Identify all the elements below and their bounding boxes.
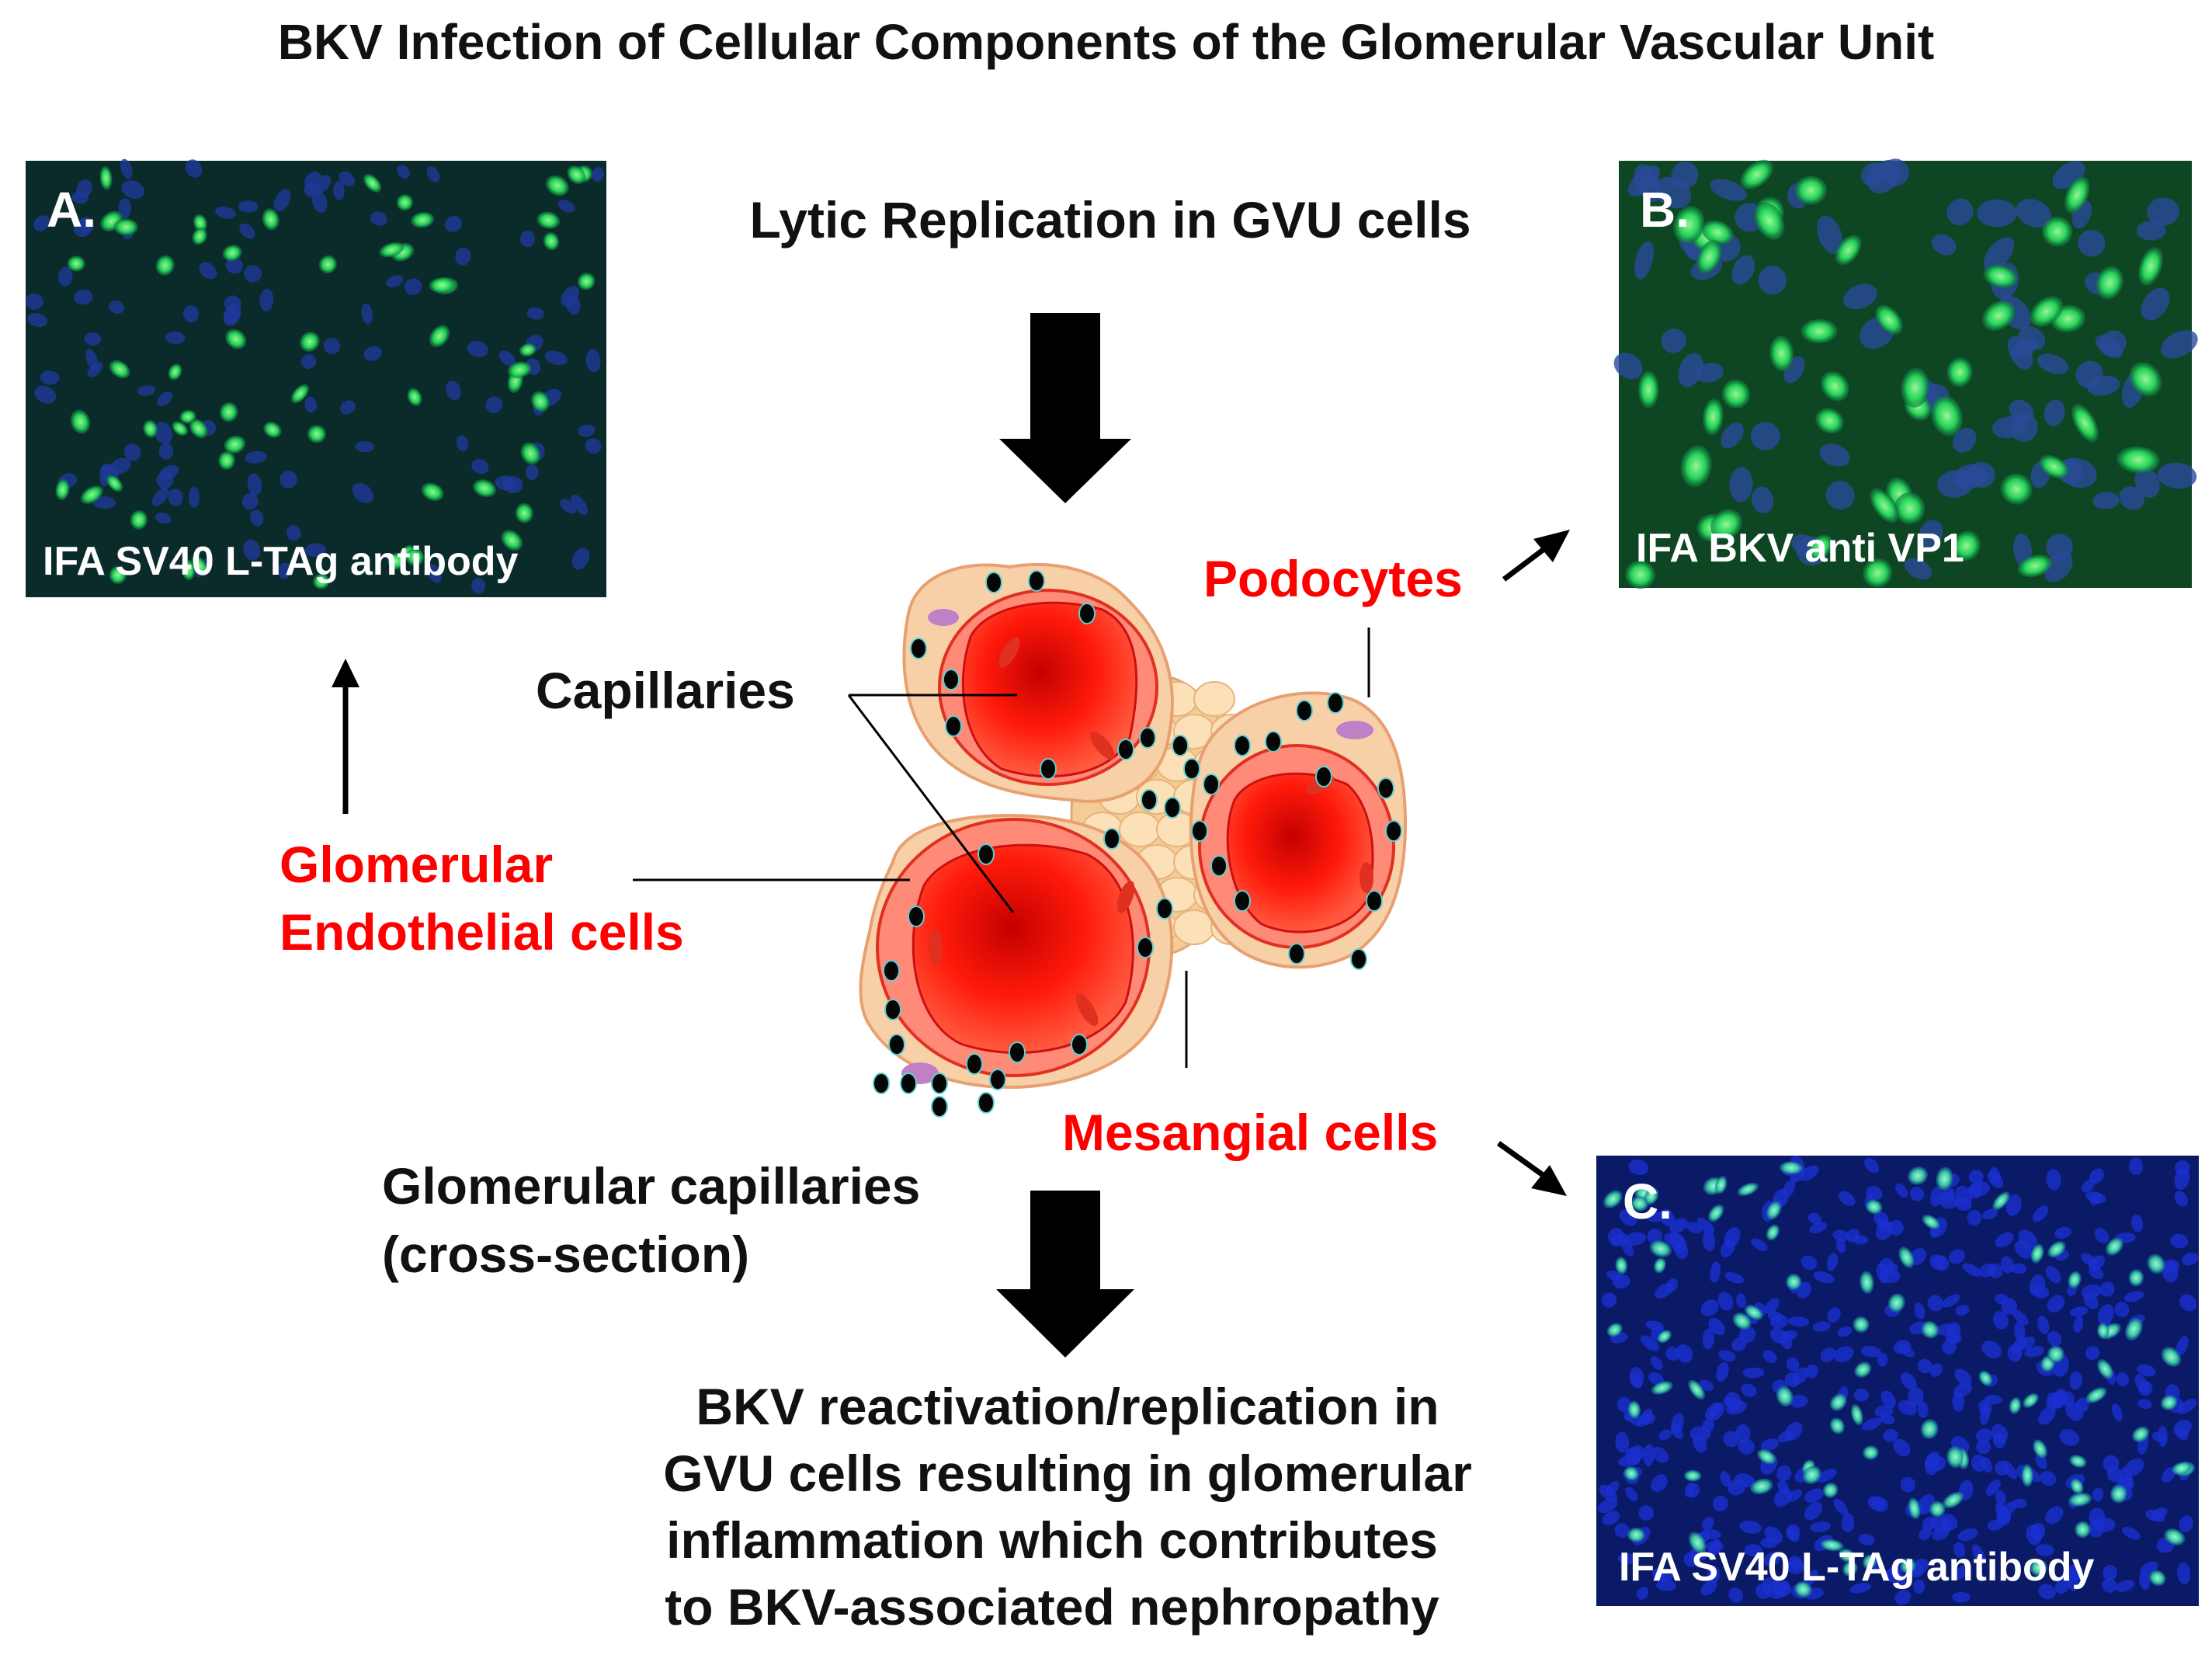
outcome-caption-line2: GVU cells resulting in glomerular	[663, 1445, 1472, 1502]
endothelial-label-line2: Endothelial cells	[280, 903, 684, 961]
podocytes-label: Podocytes	[1203, 550, 1463, 607]
arrow-down-top	[999, 313, 1131, 503]
panel-b-caption: IFA BKV anti VP1	[1636, 526, 1964, 571]
panel-a-nuclei	[25, 158, 604, 594]
glomerular-capillaries-illustration	[859, 563, 1408, 1118]
arrow-up-to-panel-a	[332, 659, 359, 814]
capillary-right	[1198, 744, 1395, 949]
leader-lines	[633, 628, 1370, 1068]
panel-b-cells	[1613, 158, 2198, 589]
outcome-caption-line4: to BKV-associated nephropathy	[665, 1578, 1439, 1636]
diagram-title: BKV Infection of Cellular Components of …	[277, 14, 1935, 70]
panel-c-caption: IFA SV40 L-TAg antibody	[1619, 1545, 2095, 1590]
cross-section-label-line2: (cross-section)	[382, 1226, 750, 1283]
endothelial-label-line1: Glomerular	[280, 836, 554, 893]
arrow-to-panel-b	[1502, 530, 1570, 582]
panel-a-letter: A.	[47, 182, 96, 238]
lytic-replication-caption: Lytic Replication in GVU cells	[749, 191, 1471, 249]
panel-b-letter: B.	[1640, 182, 1689, 238]
panel-c-nuclei	[1597, 1155, 2199, 1605]
panel-a-micrograph	[25, 158, 606, 597]
arrow-down-bottom	[996, 1191, 1134, 1358]
panel-a-caption: IFA SV40 L-TAg antibody	[43, 539, 519, 584]
panel-c-micrograph	[1596, 1155, 2199, 1606]
capillaries-label: Capillaries	[536, 662, 795, 719]
arrow-to-panel-c	[1496, 1141, 1567, 1196]
mesangial-label: Mesangial cells	[1062, 1104, 1439, 1161]
panel-b-micrograph	[1613, 158, 2198, 589]
outcome-caption-line3: inflammation which contributes	[666, 1511, 1438, 1569]
panel-c-letter: C.	[1623, 1173, 1672, 1229]
capillary-left	[876, 818, 1151, 1077]
infected-cell-nuclei	[873, 570, 1402, 1118]
outcome-caption-line1: BKV reactivation/replication in	[696, 1378, 1439, 1435]
cross-section-label-line1: Glomerular capillaries	[382, 1157, 921, 1215]
